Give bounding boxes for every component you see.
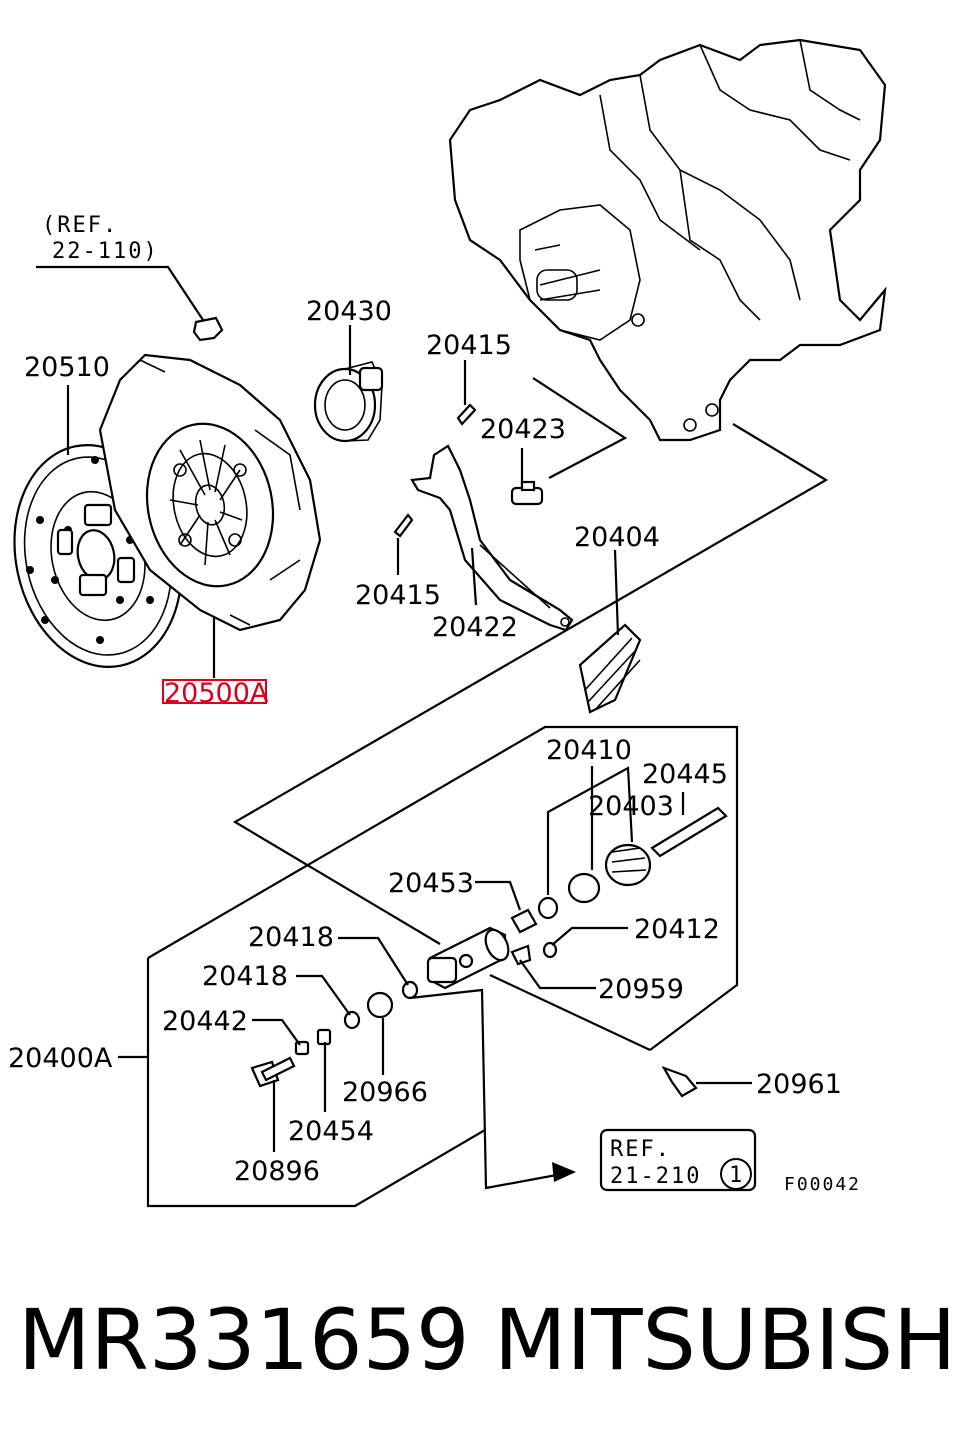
label-20500A: 20500A bbox=[164, 678, 269, 709]
label-20412: 20412 bbox=[634, 914, 720, 945]
label-20959: 20959 bbox=[598, 974, 684, 1005]
brand-name: MITSUBISHI bbox=[494, 1291, 960, 1389]
label-20400A: 20400A bbox=[8, 1043, 113, 1074]
label-20896: 20896 bbox=[234, 1156, 320, 1187]
part-footer: MR331659 MITSUBISHI bbox=[0, 1290, 960, 1400]
label-20430: 20430 bbox=[306, 296, 392, 327]
label-20966: 20966 bbox=[342, 1077, 428, 1108]
ref-21-210-callout: REF. 21-210 1 bbox=[409, 988, 757, 1192]
transmission-housing bbox=[448, 38, 887, 442]
svg-text:21-210: 21-210 bbox=[610, 1164, 701, 1189]
label-20510: 20510 bbox=[24, 352, 110, 383]
label-20961: 20961 bbox=[756, 1069, 842, 1100]
svg-text:REF.: REF. bbox=[610, 1137, 671, 1162]
label-20423: 20423 bbox=[480, 414, 566, 445]
cylinder-small-parts bbox=[250, 806, 728, 1098]
leader-lines bbox=[66, 325, 752, 1152]
label-20410: 20410 bbox=[546, 735, 632, 766]
release-bearing bbox=[313, 361, 384, 443]
label-20445: 20445 bbox=[642, 759, 728, 790]
label-20418-upper: 20418 bbox=[248, 922, 334, 953]
label-20453: 20453 bbox=[388, 868, 474, 899]
label-20415-lower: 20415 bbox=[355, 580, 441, 611]
assembly-frame-lines bbox=[146, 377, 829, 1208]
slave-cylinder bbox=[426, 926, 510, 990]
label-20404: 20404 bbox=[574, 522, 660, 553]
ref-22-110-callout: (REF. 22-110) bbox=[36, 213, 224, 342]
label-20454: 20454 bbox=[288, 1116, 374, 1147]
part-number: MR331659 bbox=[18, 1291, 470, 1389]
label-20422: 20422 bbox=[432, 612, 518, 643]
figure-code: F00042 bbox=[784, 1174, 861, 1195]
label-20403: 20403 bbox=[588, 791, 674, 822]
highlight-box bbox=[162, 679, 267, 704]
label-20442: 20442 bbox=[162, 1006, 248, 1037]
svg-text:1: 1 bbox=[729, 1163, 744, 1188]
clutch-cover bbox=[98, 353, 322, 632]
fork-spring-clips bbox=[393, 403, 477, 538]
part-labels: 20510 20430 20415 20423 20404 20415 2042… bbox=[8, 296, 842, 1187]
label-20415-upper: 20415 bbox=[426, 330, 512, 361]
fork-pivot bbox=[510, 480, 544, 506]
svg-text:(REF.: (REF. bbox=[42, 213, 118, 238]
svg-text:22-110): 22-110) bbox=[52, 239, 159, 264]
fork-boot bbox=[578, 623, 642, 714]
release-fork bbox=[410, 444, 574, 632]
label-20418-lower: 20418 bbox=[202, 961, 288, 992]
